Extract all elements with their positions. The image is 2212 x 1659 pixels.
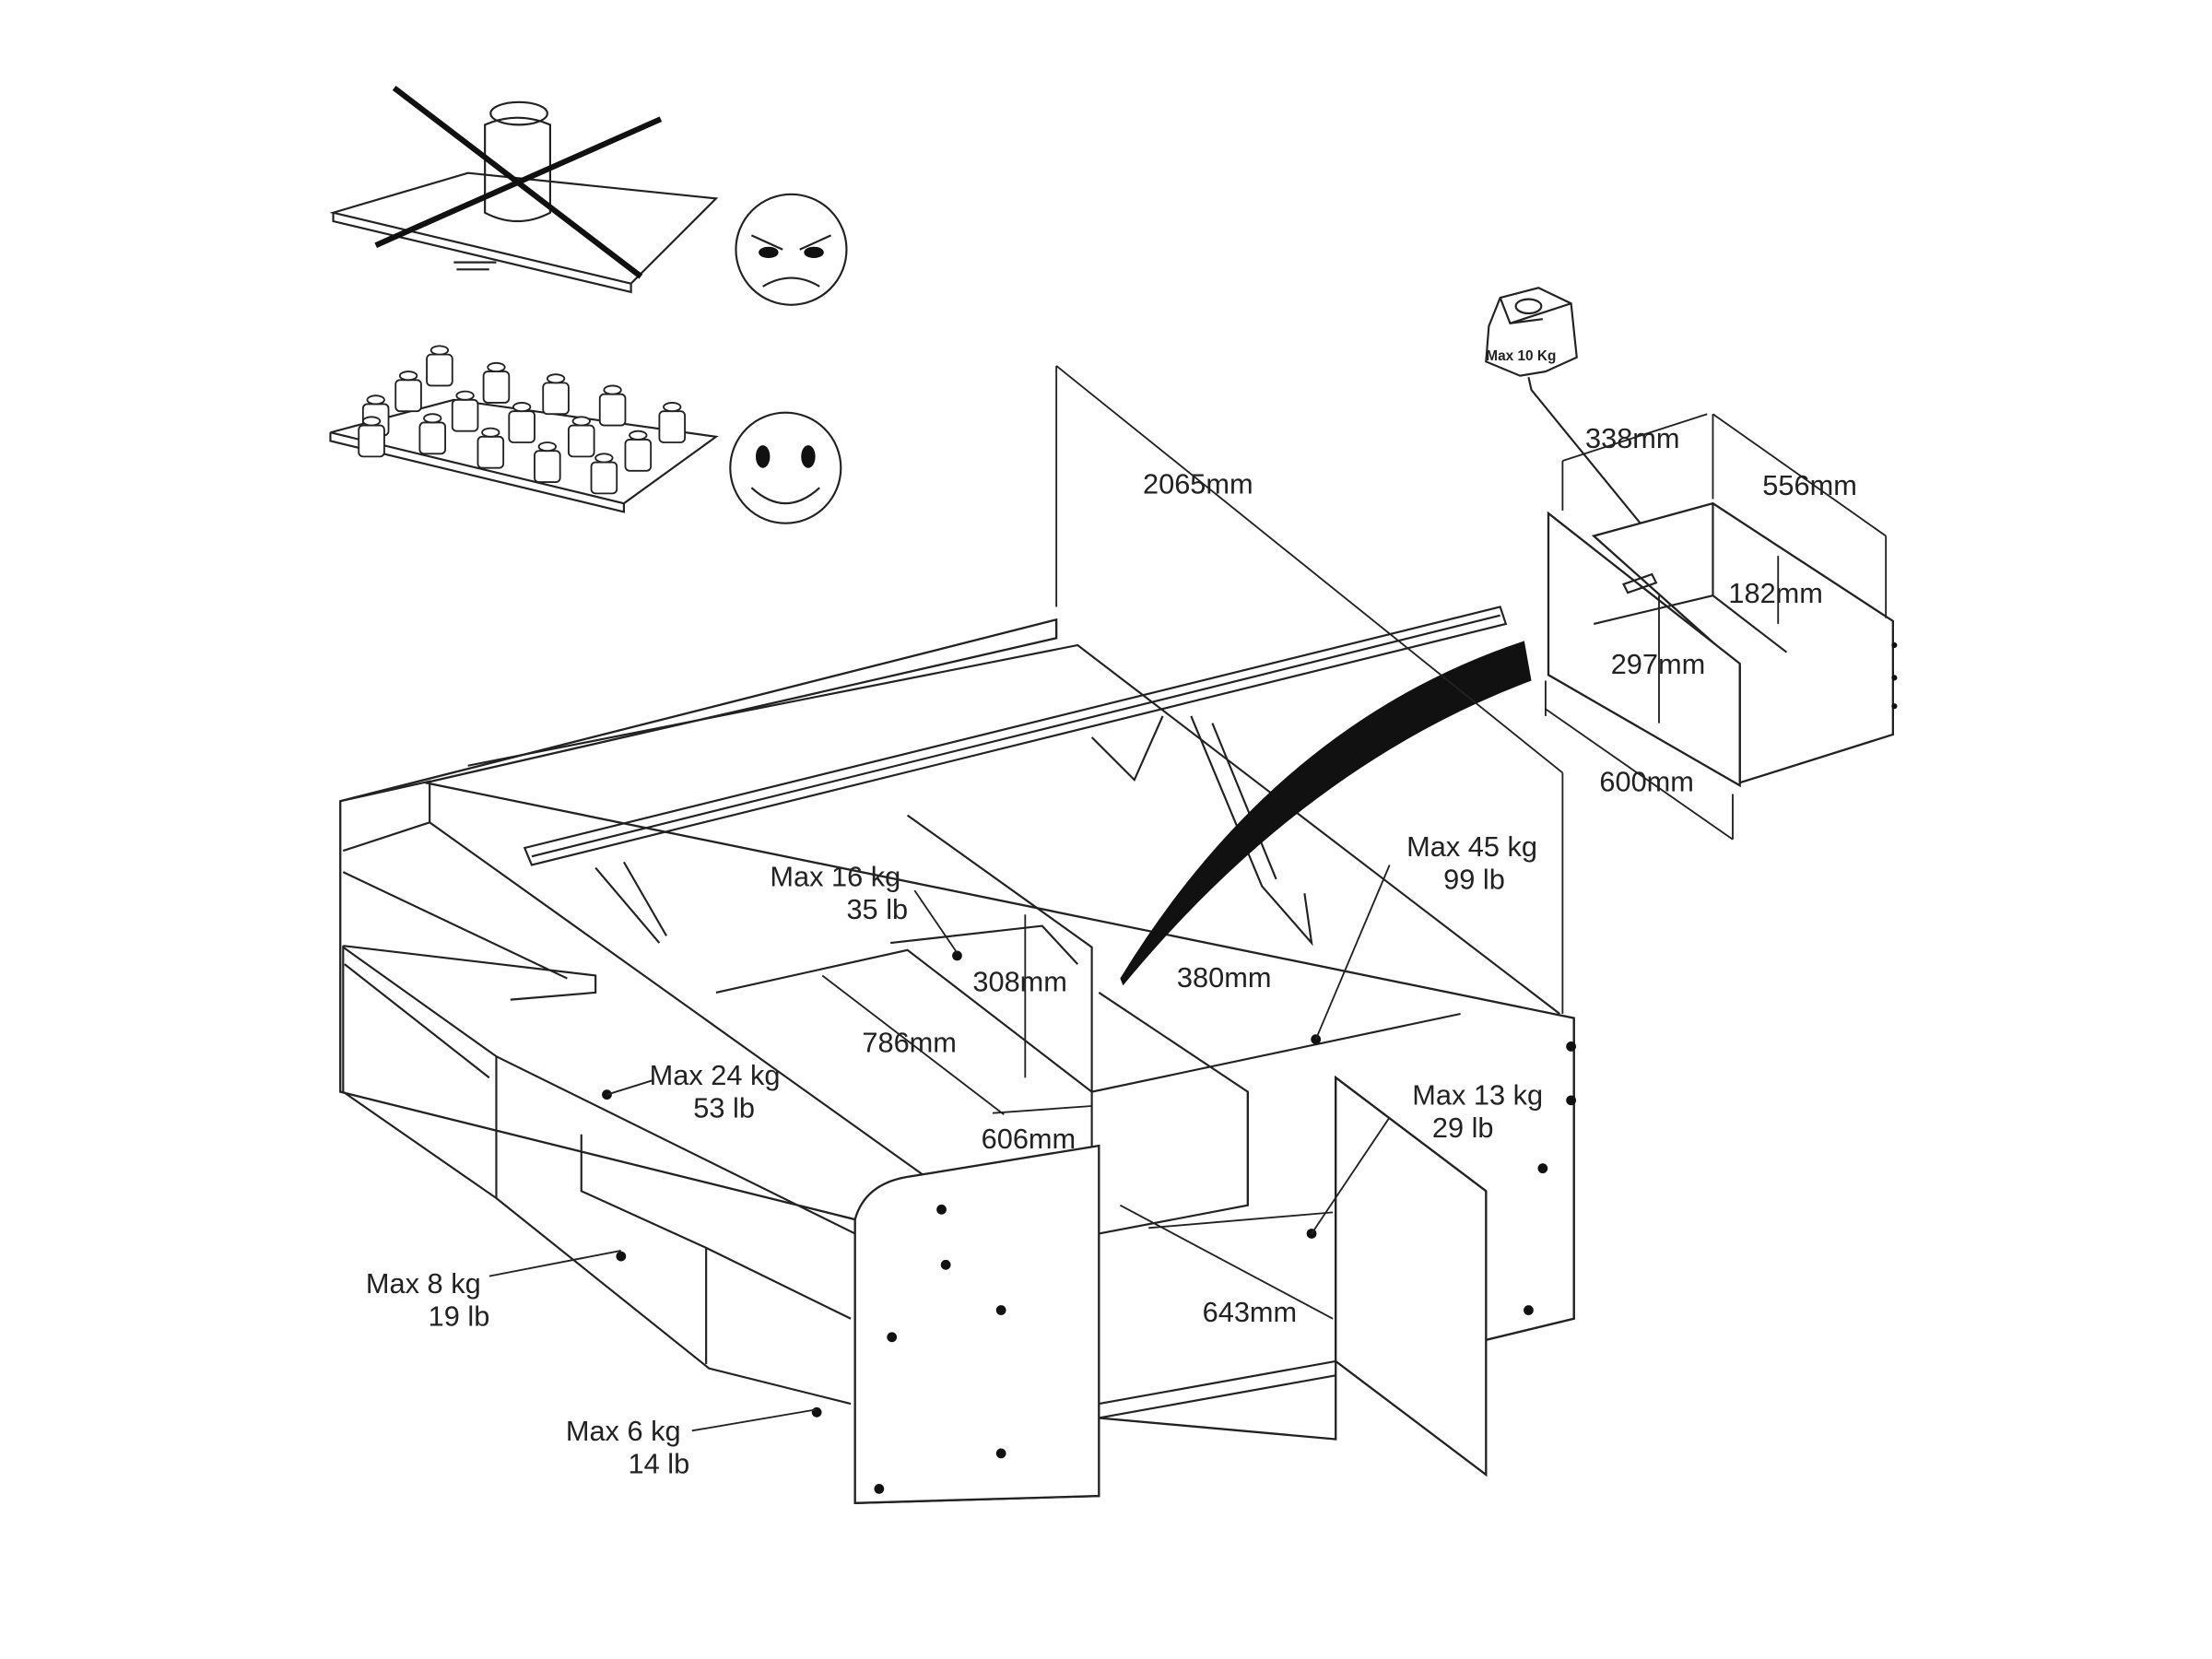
weight-icon — [426, 345, 453, 387]
weight-icon — [508, 402, 535, 443]
weight-icon — [534, 441, 561, 483]
load-kg-label: Max 45 kg — [1406, 830, 1537, 863]
weight-icon — [568, 416, 595, 458]
fitting-dot — [874, 1484, 885, 1494]
weight-icon — [418, 413, 447, 455]
weight-icon — [542, 373, 570, 416]
fitting-dot — [1537, 1163, 1548, 1174]
load-lb-label: 53 lb — [693, 1091, 755, 1124]
drawer-illustration — [1545, 413, 1898, 841]
compartment-width-dimension: 380mm — [1177, 961, 1272, 994]
weight-icon — [477, 427, 505, 469]
weight-icon — [624, 429, 653, 472]
weight-icon — [394, 371, 422, 413]
fitting-dot — [1566, 1041, 1576, 1052]
load-lb-label: 29 lb — [1432, 1112, 1494, 1144]
load-kg-label: Max 24 kg — [650, 1059, 781, 1091]
fitting-dot — [1566, 1095, 1576, 1106]
drawer-inner-height-dimension: 182mm — [1728, 577, 1823, 609]
load-kg-label: Max 6 kg — [566, 1415, 681, 1447]
weight-icon — [598, 384, 627, 427]
fitting-dot — [602, 1089, 612, 1100]
bed-length-dimension: 2065mm — [1143, 467, 1253, 500]
load-lb-label: 35 lb — [846, 893, 908, 925]
drawer-width-dimension: 556mm — [1762, 469, 1857, 501]
load-kg-label: Max 8 kg — [366, 1267, 481, 1300]
cabinet-width-dimension: 606mm — [982, 1123, 1077, 1155]
drawer-height-dimension: 297mm — [1611, 648, 1706, 680]
drawer-depth-dimension: 600mm — [1599, 765, 1694, 797]
crossed-out-icon — [374, 85, 663, 279]
fitting-dot — [952, 950, 962, 961]
fitting-dot — [1524, 1305, 1534, 1315]
happy-face-icon — [729, 411, 842, 524]
weight-icon — [451, 390, 479, 432]
compartment-length-dimension: 786mm — [862, 1027, 957, 1059]
fitting-dot — [995, 1305, 1006, 1315]
load-lb-label: 99 lb — [1443, 864, 1505, 896]
load-kg-label: Max 13 kg — [1412, 1078, 1543, 1111]
weight-icon — [658, 402, 686, 443]
fitting-dot — [940, 1259, 951, 1270]
load-lb-label: 14 lb — [629, 1447, 690, 1479]
fitting-dot — [887, 1332, 898, 1343]
compartment-height-dimension: 308mm — [972, 965, 1067, 997]
angry-face-icon — [735, 193, 848, 306]
drawer-top-depth-dimension: 338mm — [1585, 422, 1680, 454]
weight-limit-label: Max 10 Kg — [1486, 348, 1556, 364]
weight-icon — [358, 416, 385, 458]
wrong-load-illustration — [329, 85, 719, 294]
weight-icon — [482, 361, 511, 404]
fitting-dot — [1311, 1034, 1322, 1045]
cabinet-depth-dimension: 643mm — [1203, 1296, 1298, 1328]
correct-load-illustration — [329, 345, 719, 513]
fitting-dot — [995, 1448, 1006, 1459]
load-kg-label: Max 16 kg — [770, 861, 900, 893]
fitting-dot — [616, 1251, 627, 1262]
bed-illustration — [339, 365, 1576, 1504]
fitting-dot — [936, 1204, 947, 1215]
weight-icon — [590, 453, 618, 495]
weight-icon: Max 10 Kg — [1485, 287, 1715, 612]
fitting-dot — [811, 1406, 822, 1418]
load-lb-label: 19 lb — [429, 1300, 490, 1332]
